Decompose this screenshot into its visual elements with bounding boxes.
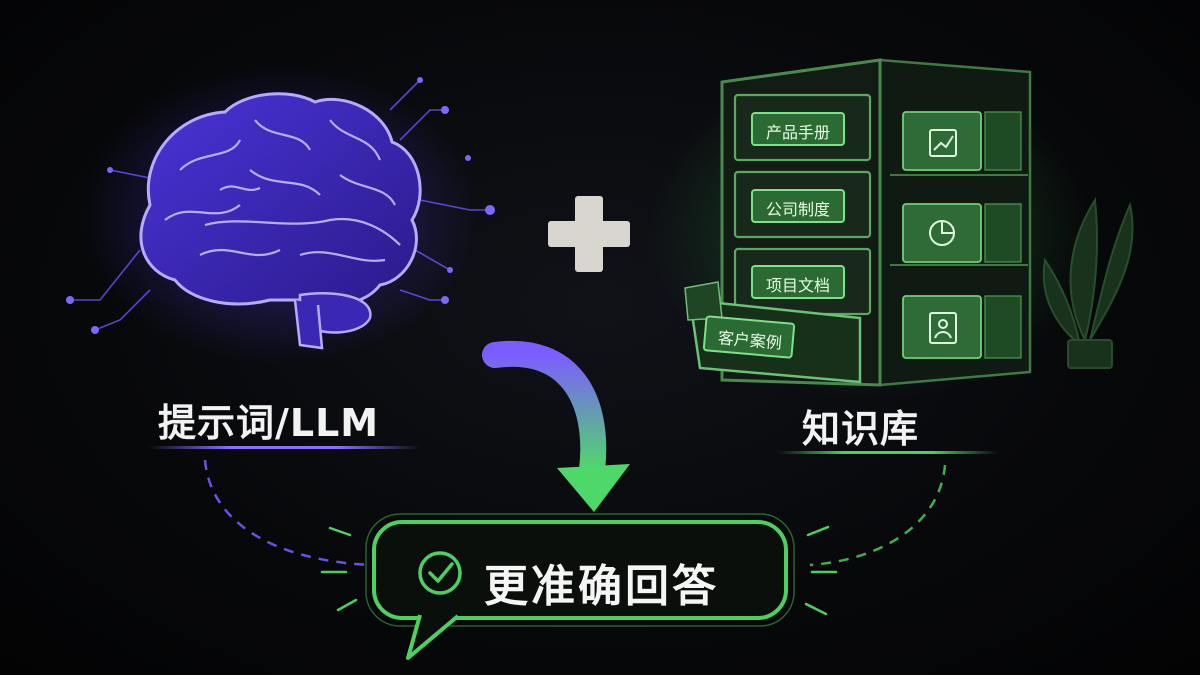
llm-underline: [148, 446, 420, 449]
check-circle-icon: [418, 551, 462, 595]
plus-icon: [548, 196, 630, 272]
down-arrow-icon: [482, 340, 630, 512]
knowledge-base-underline: [778, 451, 998, 454]
drawer-label: 项目文档: [765, 276, 830, 295]
drawer-label: 产品手册: [765, 123, 830, 142]
llm-label: 提示词/LLM: [158, 401, 380, 445]
result-label: 更准确回答: [484, 561, 719, 612]
brain-icon: [66, 65, 495, 365]
file-cabinet-icon: [650, 58, 1134, 400]
result-bubble: [320, 513, 838, 660]
connector-lines: [203, 459, 947, 567]
knowledge-base-label: 知识库: [802, 407, 920, 451]
drawer-label: 公司制度: [765, 200, 830, 219]
